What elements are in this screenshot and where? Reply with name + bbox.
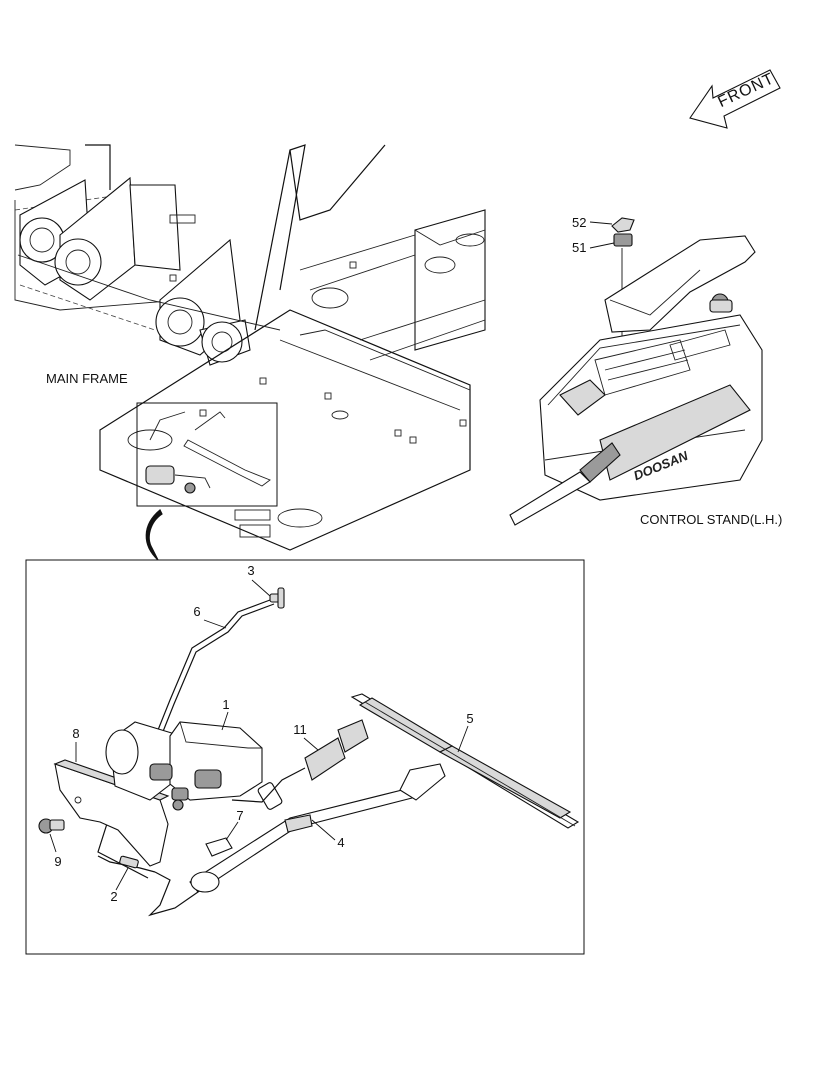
callout-6: 6 (193, 604, 200, 619)
callout-51: 51 (572, 240, 586, 255)
wiper-motor-part-1 (105, 711, 263, 811)
bolt-part-9 (38, 818, 65, 853)
wiper-assembly-detail (38, 579, 580, 917)
t-fitting-part-3 (251, 579, 285, 609)
control-stand-label: CONTROL STAND(L.H.) (640, 512, 782, 527)
callout-2: 2 (110, 889, 117, 904)
callout-8: 8 (72, 726, 79, 741)
callout-52: 52 (572, 215, 586, 230)
detail-view-frame (25, 559, 585, 955)
nozzle-part-7 (205, 821, 239, 857)
front-arrow: FRONT (689, 69, 781, 129)
callout-11: 11 (293, 722, 307, 737)
connector-part-11 (231, 719, 369, 810)
frame-bolts (169, 261, 467, 444)
main-frame-drawing (14, 144, 486, 561)
callout-5: 5 (466, 711, 473, 726)
switch-part-51 (613, 233, 633, 247)
wiper-blade-part-5 (350, 693, 580, 829)
callout-1: 1 (222, 697, 229, 712)
check-valve-part-2 (97, 855, 199, 917)
washer-hose-part-6 (97, 599, 271, 879)
cover-part-52 (611, 217, 635, 233)
control-stand-drawing (509, 217, 763, 526)
callout-7: 7 (236, 808, 243, 823)
callout-9: 9 (54, 854, 61, 869)
callout-4: 4 (337, 835, 344, 850)
detail-inset-box (136, 402, 278, 507)
callout-3: 3 (247, 563, 254, 578)
detail-arrow (145, 509, 163, 561)
main-frame-label: MAIN FRAME (46, 371, 128, 386)
bracket-part-8 (54, 763, 169, 867)
